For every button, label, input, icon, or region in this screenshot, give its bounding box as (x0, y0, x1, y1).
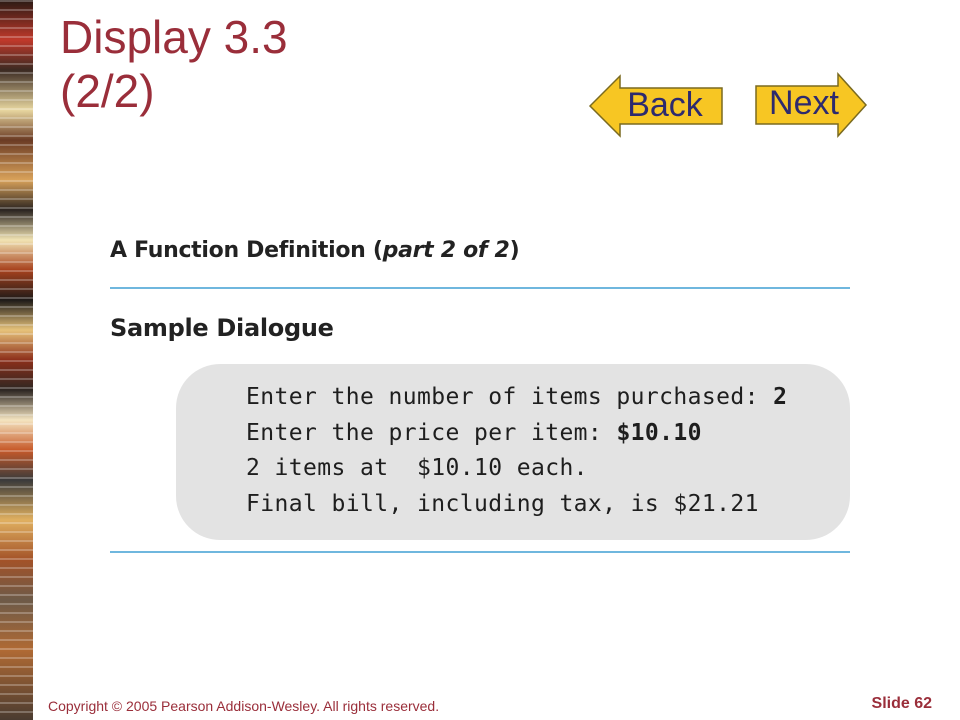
dialogue-line-1: Enter the number of items purchased: 2 (246, 380, 850, 416)
slide-title-line2: (2/2) (60, 65, 155, 117)
dialogue-line-4: Final bill, including tax, is $21.21 (246, 487, 850, 523)
dialogue-line-3-text: 2 items at $10.10 each. (246, 455, 588, 481)
top-divider (110, 287, 850, 289)
back-button-label: Back (627, 86, 703, 124)
figure-heading-close: ) (509, 238, 520, 263)
sample-dialogue-box: Enter the number of items purchased: 2 E… (176, 364, 850, 540)
next-button-label: Next (769, 84, 839, 122)
figure-heading: A Function Definition (part 2 of 2) (110, 238, 520, 263)
decorative-side-strip (0, 0, 33, 720)
slide-number: Slide 62 (871, 695, 932, 712)
bottom-divider (110, 551, 850, 553)
next-button[interactable]: Next (754, 72, 868, 138)
dialogue-line-2-text: Enter the price per item: (246, 419, 617, 446)
section-title: Sample Dialogue (110, 314, 334, 342)
back-button[interactable]: Back (588, 74, 724, 138)
next-arrow-icon (755, 72, 868, 138)
dialogue-line-2: Enter the price per item: $10.10 (246, 416, 850, 452)
slide-title-line1: Display 3.3 (60, 11, 288, 63)
slide-title: Display 3.3 (2/2) (60, 10, 288, 118)
back-arrow-icon (588, 74, 723, 138)
figure-heading-main: A Function Definition ( (110, 238, 383, 263)
figure-heading-italic: part 2 of 2 (382, 238, 510, 263)
dialogue-line-1-text: Enter the number of items purchased: (246, 384, 774, 410)
dialogue-line-1-input: 2 (773, 384, 788, 410)
dialogue-line-4-text: Final bill, including tax, is $21.21 (246, 490, 759, 517)
dialogue-line-2-input: $10.10 (616, 419, 702, 446)
copyright-notice: Copyright © 2005 Pearson Addison-Wesley.… (48, 698, 440, 714)
dialogue-line-3: 2 items at $10.10 each. (246, 451, 850, 487)
